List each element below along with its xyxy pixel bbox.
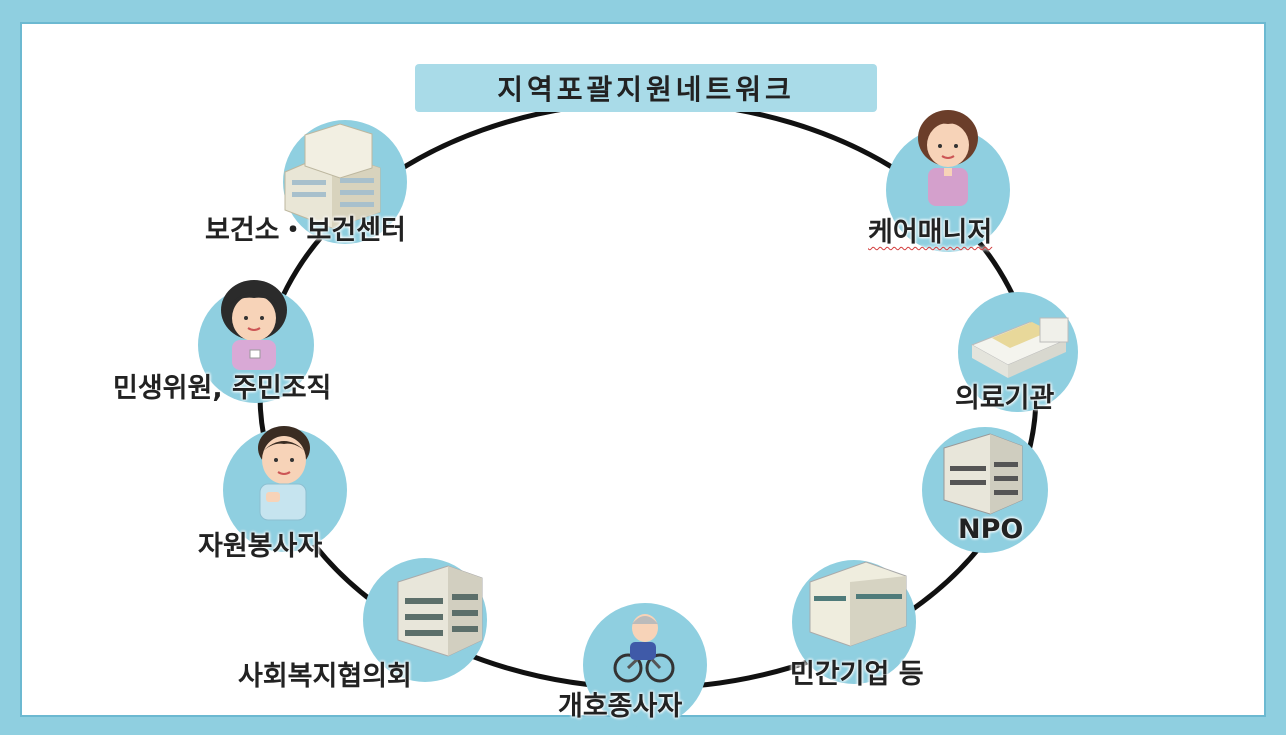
label-npo: NPO <box>958 514 1024 545</box>
label-private-company: 민간기업 등 <box>790 659 924 690</box>
title-banner: 지역포괄지원네트워크 <box>415 64 877 112</box>
label-medical-institution: 의료기관 <box>955 383 1055 414</box>
label-health-center: 보건소・보건센터 <box>205 215 406 246</box>
man-volunteer-icon <box>258 426 310 521</box>
label-care-worker: 개호종사자 <box>558 691 683 722</box>
company-building-icon <box>809 561 907 647</box>
elderly-bicycle-icon <box>613 614 675 683</box>
woman-volunteer-icon <box>221 280 287 370</box>
apartment-building-icon <box>397 565 483 657</box>
label-welfare-commissioner: 민생위원, 주민조직 <box>113 373 332 404</box>
woman-staff-icon <box>918 110 978 206</box>
label-care-manager: 케어매니저 <box>868 217 993 248</box>
building-icon <box>284 123 381 229</box>
label-social-welfare-council: 사회복지협의회 <box>238 661 412 692</box>
hospital-bed-icon <box>970 317 1069 378</box>
office-building-icon <box>943 433 1023 515</box>
care-worker-circle <box>583 603 707 727</box>
label-volunteer: 자원봉사자 <box>198 531 323 562</box>
diagram-title: 지역포괄지원네트워크 <box>497 73 795 106</box>
